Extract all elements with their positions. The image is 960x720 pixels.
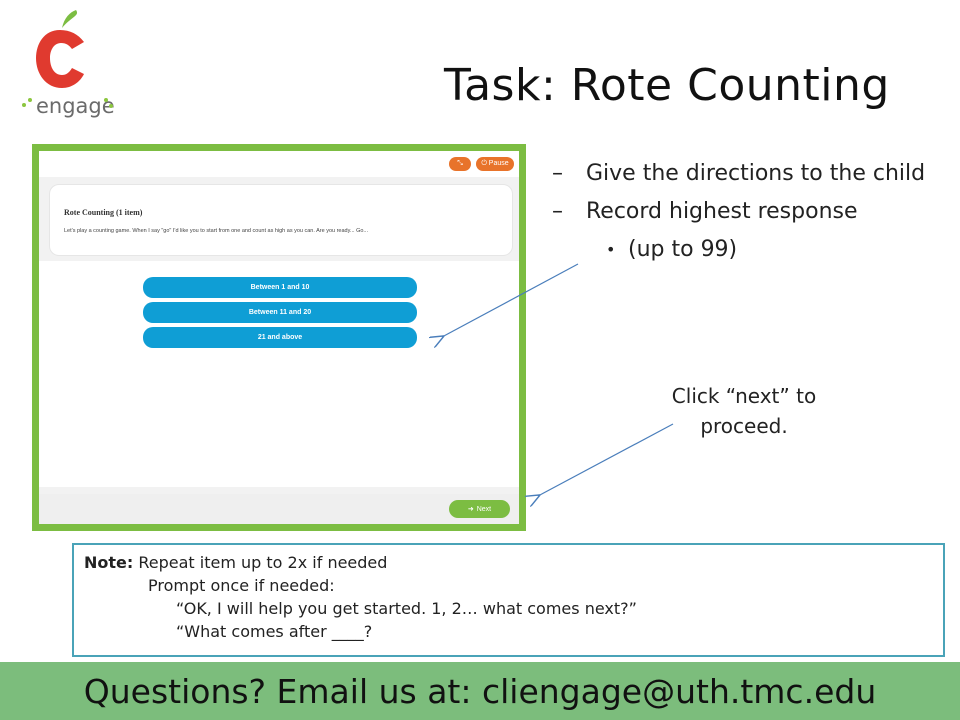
bullet-dot-marker: •	[606, 240, 616, 259]
task-heading: Rote Counting (1 item)	[64, 208, 143, 217]
list-item-text: Record highest response	[586, 199, 858, 224]
logo-wordmark: engage	[36, 94, 115, 118]
footer-bar: Questions? Email us at: cliengage@uth.tm…	[0, 662, 960, 720]
logo-dot	[109, 104, 113, 108]
app-screenshot: ⤡ ⏻ Pause Rote Counting (1 item) Let's p…	[32, 144, 526, 531]
dash-marker: –	[552, 161, 563, 186]
note-line: Note: Repeat item up to 2x if needed	[84, 551, 933, 574]
instruction-list: – Give the directions to the child – Rec…	[552, 158, 932, 266]
note-line: “OK, I will help you get started. 1, 2… …	[176, 599, 637, 618]
cliengage-logo: engage	[14, 8, 115, 118]
list-item-text: Give the directions to the child	[586, 161, 926, 186]
sub-list-item: • (up to 99)	[552, 234, 932, 266]
note-label: Note:	[84, 553, 134, 572]
dash-marker: –	[552, 199, 563, 224]
note-line: “What comes after ____?	[176, 622, 373, 641]
note-line: Prompt once if needed:	[148, 576, 335, 595]
next-button[interactable]: ➜ Next	[449, 500, 510, 518]
note-box: Note: Repeat item up to 2x if needed Pro…	[72, 543, 945, 657]
click-next-callout: Click “next” to proceed.	[671, 384, 817, 438]
note-text: Repeat item up to 2x if needed	[133, 553, 388, 572]
next-button-label: Next	[476, 505, 492, 513]
app-footer: ➜ Next	[39, 494, 519, 524]
app-toolbar: ⤡ ⏻ Pause	[39, 151, 519, 177]
logo-dot	[28, 98, 32, 102]
sub-list-item-text: (up to 99)	[628, 237, 738, 262]
logo-dot	[104, 98, 108, 102]
answer-area: Between 1 and 10 Between 11 and 20 21 an…	[39, 261, 519, 487]
slide-title: Task: Rote Counting	[444, 60, 890, 111]
answer-button-11-20[interactable]: Between 11 and 20	[143, 302, 417, 323]
app-window: ⤡ ⏻ Pause Rote Counting (1 item) Let's p…	[39, 151, 519, 524]
pause-button[interactable]: ⏻ Pause	[476, 157, 514, 171]
answer-button-1-10[interactable]: Between 1 and 10	[143, 277, 417, 298]
next-arrow-icon: ➜	[467, 506, 474, 513]
footer-contact: Questions? Email us at: cliengage@uth.tm…	[83, 671, 877, 711]
list-item: – Record highest response	[552, 196, 932, 228]
apple-c-icon	[36, 10, 84, 88]
task-instructions: Let's play a counting game. When I say "…	[64, 228, 368, 234]
list-item: – Give the directions to the child	[552, 158, 932, 190]
fullscreen-button[interactable]: ⤡	[449, 157, 471, 171]
logo-dot	[22, 103, 26, 107]
task-card: Rote Counting (1 item) Let's play a coun…	[49, 184, 513, 256]
answer-button-21-above[interactable]: 21 and above	[143, 327, 417, 348]
